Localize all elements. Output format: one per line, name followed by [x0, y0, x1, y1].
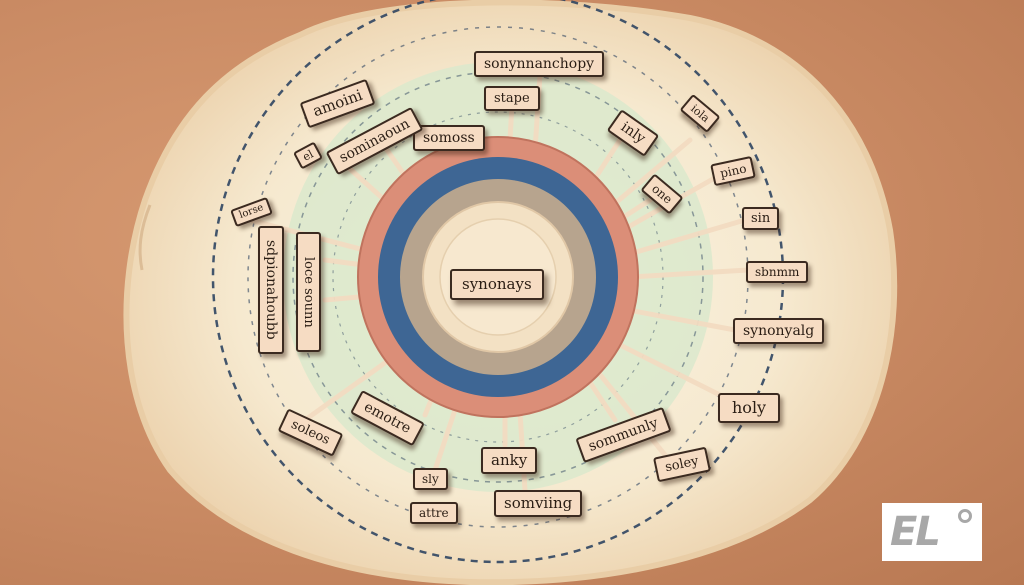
label-holy: holy: [718, 393, 781, 423]
label-sly: sly: [413, 468, 448, 490]
label-synonyalg: synonyalg: [733, 318, 825, 344]
logo-text: EL: [890, 509, 941, 555]
label-vertical-1: sdpionahoubb: [258, 226, 284, 354]
brand-logo: EL: [882, 503, 982, 561]
center-label: synonays: [450, 269, 544, 300]
circle-dot-icon: [958, 509, 972, 523]
label-stape: stape: [484, 86, 540, 111]
label-attre: attre: [410, 502, 458, 524]
label-anky: anky: [481, 447, 538, 474]
label-somviing: somviing: [494, 490, 583, 517]
label-somoss: somoss: [413, 125, 485, 151]
label-sbnmm: sbnmm: [746, 261, 809, 283]
label-top: sonynnanchopy: [474, 51, 605, 77]
label-sin: sin: [742, 207, 780, 230]
label-vertical-2: loce sounn: [296, 232, 321, 352]
